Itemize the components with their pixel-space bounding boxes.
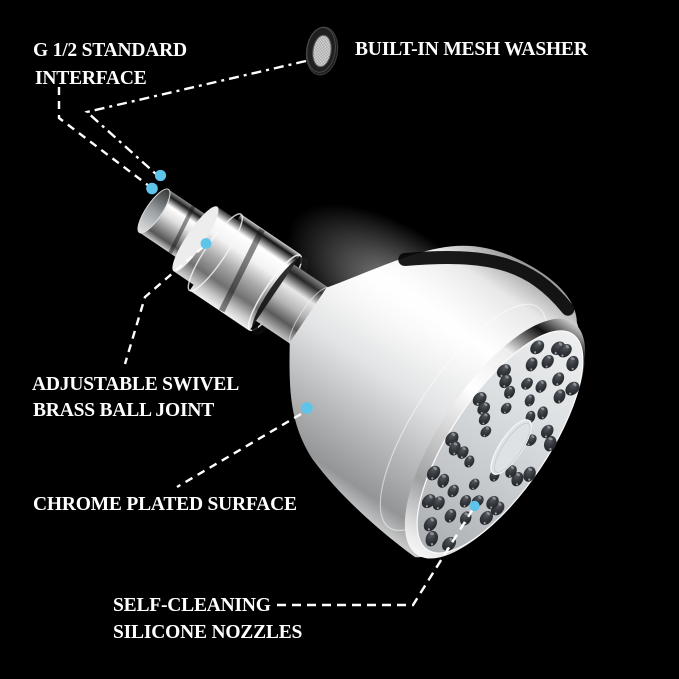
leader-line-chrome: [176, 412, 302, 489]
label-interface-line1: G 1/2 STANDARD: [33, 40, 187, 61]
silicone-nozzle: [496, 364, 511, 378]
leader-lines: [57, 59, 475, 607]
callout-dot-ball-joint: [200, 238, 212, 249]
silicone-nozzle: [472, 392, 487, 406]
callout-dot-nozzle-face: [469, 500, 480, 512]
silicone-nozzle: [552, 372, 565, 386]
silicone-nozzle: [457, 446, 469, 459]
silicone-nozzle: [511, 472, 524, 487]
silicone-nozzle: [464, 455, 475, 468]
callout-dot-chrome-surface: [301, 402, 313, 414]
silicone-nozzle: [504, 385, 516, 399]
label-ball-joint-line1: ADJUSTABLE SWIVEL: [32, 374, 240, 395]
chrome-reflection-band: [398, 251, 575, 316]
silicone-nozzle: [524, 394, 535, 407]
silicone-nozzle: [544, 435, 557, 452]
label-interface-line2: INTERFACE: [35, 68, 147, 89]
label-mesh-washer: BUILT-IN MESH WASHER: [355, 39, 588, 60]
silicone-nozzle: [535, 380, 547, 393]
silicone-nozzle: [505, 465, 517, 478]
silicone-nozzle: [437, 473, 450, 488]
silicone-nozzle: [426, 465, 441, 481]
label-chrome-surface: CHROME PLATED SURFACE: [33, 494, 297, 515]
silicone-nozzle: [477, 402, 491, 415]
leader-line-ball-joint: [123, 246, 204, 365]
silicone-nozzle: [423, 517, 438, 532]
leader-line-mesh-washer: [84, 59, 307, 176]
label-ball-joint-line2: BRASS BALL JOINT: [33, 400, 215, 421]
silicone-nozzle: [525, 357, 538, 372]
silicone-nozzle: [523, 466, 536, 482]
silicone-nozzle: [557, 343, 572, 358]
callout-dot-interface-point: [146, 182, 158, 195]
silicone-nozzle: [500, 402, 512, 414]
silicone-nozzle: [530, 340, 545, 355]
silicone-nozzle: [425, 530, 438, 547]
silicone-nozzle: [478, 412, 491, 426]
silicone-nozzle: [486, 495, 499, 510]
center-cap: [490, 419, 532, 475]
silicone-nozzle: [499, 374, 512, 389]
silicone-nozzle: [421, 494, 436, 509]
silicone-nozzle: [479, 511, 494, 525]
label-nozzles-line2: SILICONE NOZZLES: [113, 622, 303, 643]
leader-line-interface: [57, 87, 150, 187]
nozzle-field: [421, 340, 580, 551]
silicone-nozzle: [480, 426, 492, 438]
callout-dots: [146, 169, 480, 512]
mesh-washer-icon: [305, 26, 339, 76]
silicone-nozzle: [566, 355, 579, 372]
silicone-nozzle: [459, 495, 472, 508]
silicone-nozzle: [553, 389, 566, 404]
silicone-nozzle: [468, 478, 480, 490]
silicone-nozzle: [537, 406, 548, 420]
silicone-nozzle: [541, 354, 554, 369]
showerhead: [137, 188, 586, 559]
silicone-nozzle: [521, 377, 533, 390]
label-nozzles-line1: SELF-CLEANING: [113, 595, 271, 616]
leader-line-nozzles: [277, 508, 475, 607]
silicone-nozzle: [432, 496, 445, 511]
silicone-nozzle: [540, 424, 554, 439]
callout-dot-washer-point: [154, 169, 167, 182]
silicone-nozzle: [444, 508, 457, 523]
silicone-nozzle: [447, 484, 459, 498]
silicone-nozzle: [565, 381, 580, 396]
